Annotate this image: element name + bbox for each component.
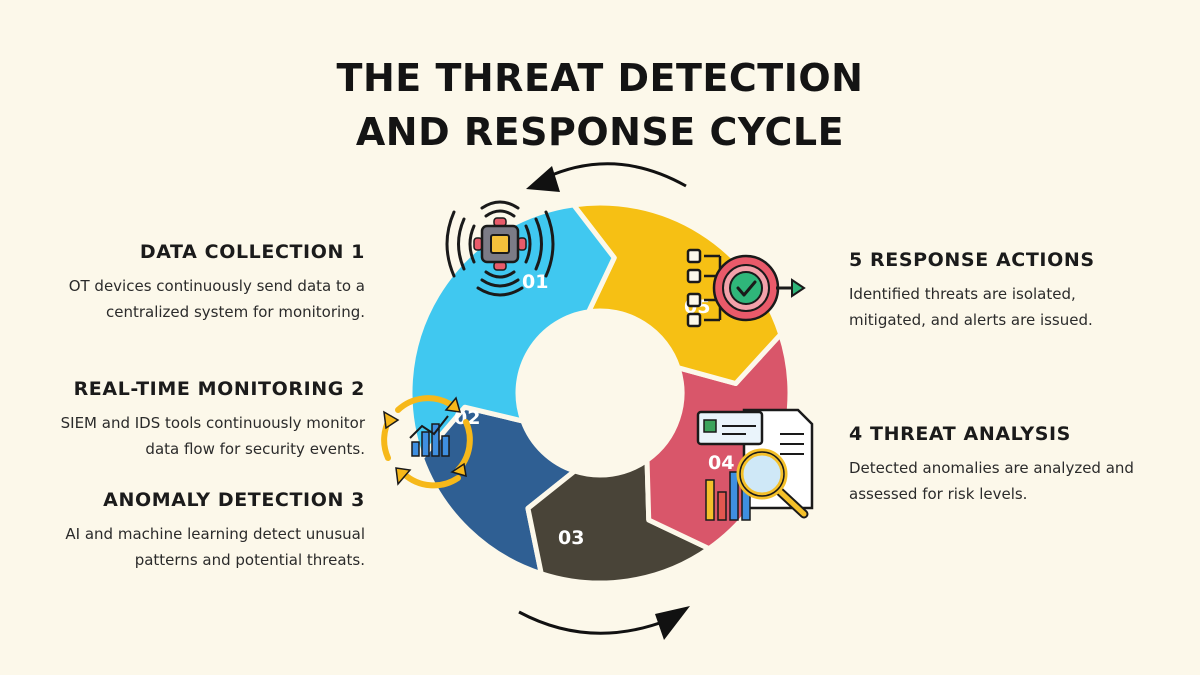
cycle-arrow-bottom <box>518 606 690 640</box>
cycle-center <box>518 311 682 475</box>
segment-label-01: 01 <box>522 271 548 293</box>
cycle-segment-05 <box>571 200 784 387</box>
title-line-1: THE THREAT DETECTION <box>336 56 864 100</box>
step-threat-analysis: 4 THREAT ANALYSIS Detected anomalies are… <box>849 423 1149 507</box>
step-heading: 4 THREAT ANALYSIS <box>849 423 1071 445</box>
step-data-collection: DATA COLLECTION 1 OT devices continuousl… <box>25 241 365 325</box>
title-line-2: AND RESPONSE CYCLE <box>355 109 845 154</box>
step-heading: REAL-TIME MONITORING 2 <box>73 378 365 400</box>
refresh-chart-icon <box>381 395 473 489</box>
step-heading: 5 RESPONSE ACTIONS <box>849 249 1095 271</box>
segment-label-03: 03 <box>558 527 584 549</box>
cycle-arrow-top <box>526 162 687 192</box>
step-description: AI and machine learning detect unusual p… <box>65 525 365 569</box>
step-description: Detected anomalies are analyzed and asse… <box>849 459 1134 503</box>
cycle-segments <box>407 200 793 586</box>
segment-label-04: 04 <box>708 452 734 474</box>
step-description: Identified threats are isolated, mitigat… <box>849 285 1093 329</box>
step-response-actions: 5 RESPONSE ACTIONS Identified threats ar… <box>849 249 1149 333</box>
target-check-icon <box>686 248 806 328</box>
step-heading: DATA COLLECTION 1 <box>139 241 365 263</box>
step-real-time-monitoring: REAL-TIME MONITORING 2 SIEM and IDS tool… <box>35 378 365 462</box>
step-anomaly-detection: ANOMALY DETECTION 3 AI and machine learn… <box>45 489 365 573</box>
report-magnifier-icon <box>696 408 814 521</box>
step-description: OT devices continuously send data to a c… <box>68 277 365 321</box>
iot-chip-icon <box>445 200 555 297</box>
step-description: SIEM and IDS tools continuously monitor … <box>60 414 365 458</box>
page-title: THE THREAT DETECTION AND RESPONSE CYCLE <box>0 52 1200 160</box>
step-heading: ANOMALY DETECTION 3 <box>103 489 365 511</box>
